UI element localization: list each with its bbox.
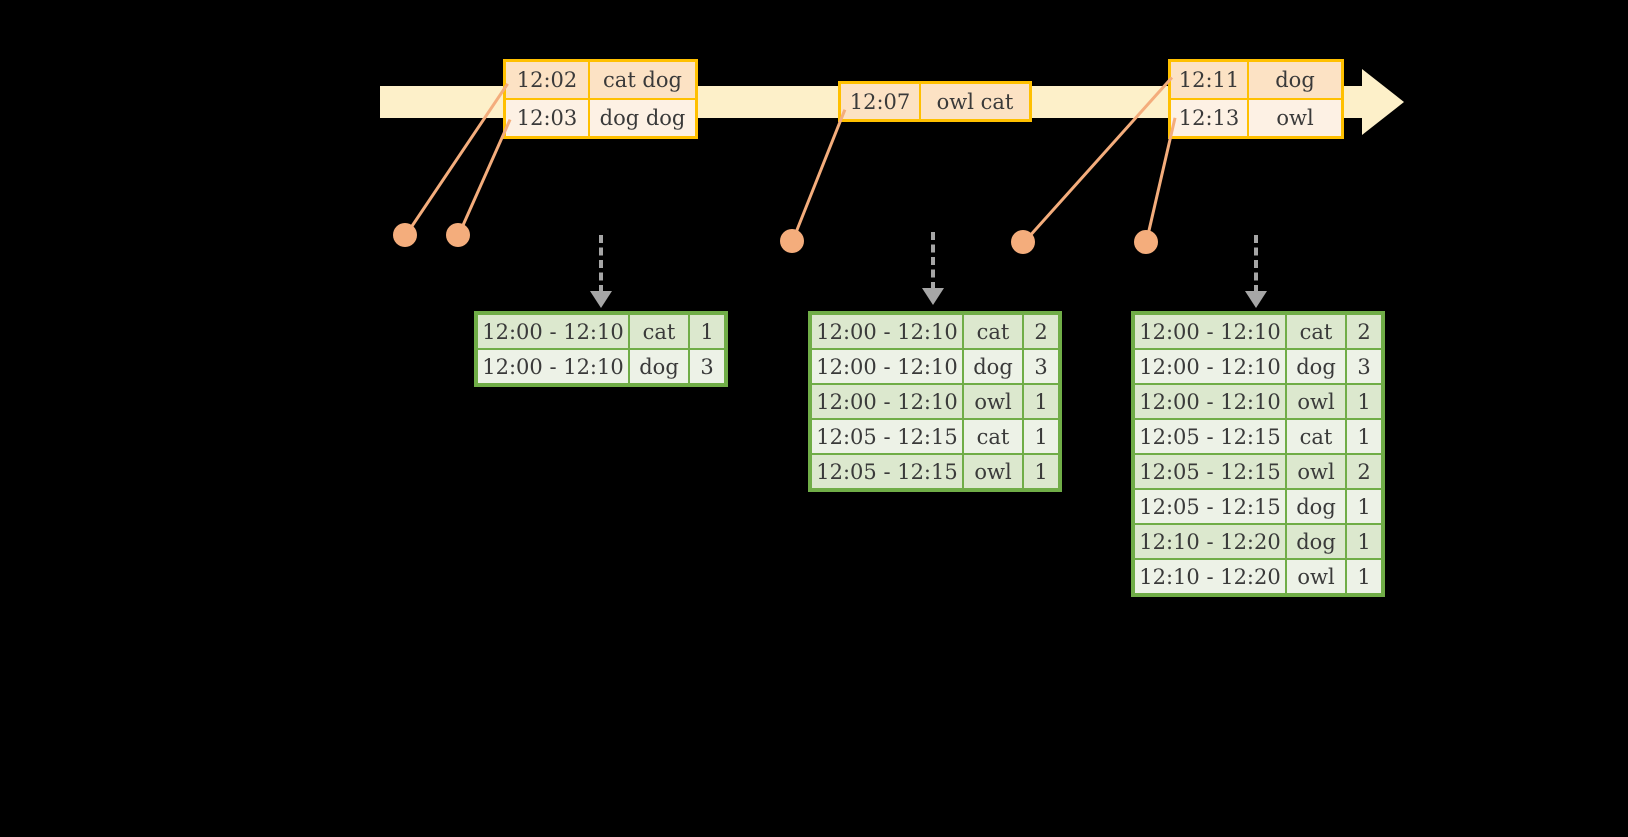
table-cell-word: owl — [1287, 385, 1345, 418]
flow-arrow-shaft-2 — [931, 232, 935, 290]
table-cell-word: owl — [1287, 560, 1345, 593]
table-cell-window: 12:00 - 12:10 — [812, 315, 962, 348]
table-cell-word: dog — [1287, 350, 1345, 383]
table-cell-window: 12:05 - 12:15 — [1135, 420, 1285, 453]
event-row: 12:07 owl cat — [841, 84, 1029, 119]
table-cell-window: 12:05 - 12:15 — [812, 420, 962, 453]
event-words: owl cat — [921, 84, 1029, 119]
table-cell-word: owl — [1287, 455, 1345, 488]
table-cell-count: 3 — [1347, 350, 1381, 383]
event-words: dog — [1249, 62, 1341, 98]
table-cell-count: 1 — [1024, 385, 1058, 418]
event-time: 12:07 — [841, 84, 921, 119]
table-cell-count: 1 — [1024, 420, 1058, 453]
table-cell-window: 12:00 - 12:10 — [1135, 350, 1285, 383]
event-time: 12:13 — [1171, 100, 1249, 136]
event-marker-dot-2[interactable] — [446, 223, 470, 247]
event-marker-dot-1[interactable] — [393, 223, 417, 247]
table-cell-count: 1 — [1347, 560, 1381, 593]
event-marker-dot-5[interactable] — [1134, 230, 1158, 254]
table-cell-count: 2 — [1347, 315, 1381, 348]
connector-line-3 — [790, 109, 847, 244]
table-cell-count: 2 — [1347, 455, 1381, 488]
flow-arrow-shaft-3 — [1254, 235, 1258, 293]
flow-arrow-head-3 — [1245, 291, 1267, 308]
event-time: 12:11 — [1171, 62, 1249, 98]
table-cell-word: cat — [964, 420, 1022, 453]
table-cell-word: cat — [630, 315, 688, 348]
event-marker-dot-4[interactable] — [1011, 230, 1035, 254]
table-cell-count: 3 — [1024, 350, 1058, 383]
table-cell-window: 12:00 - 12:10 — [812, 350, 962, 383]
table-cell-word: owl — [964, 385, 1022, 418]
table-cell-word: dog — [1287, 525, 1345, 558]
table-cell-word: cat — [1287, 315, 1345, 348]
table-cell-count: 1 — [1347, 490, 1381, 523]
table-cell-window: 12:05 - 12:15 — [812, 455, 962, 488]
table-cell-count: 1 — [1347, 385, 1381, 418]
event-row: 12:03 dog dog — [506, 98, 695, 136]
event-words: owl — [1249, 100, 1341, 136]
connector-line-5 — [1144, 117, 1177, 244]
table-cell-window: 12:10 - 12:20 — [1135, 525, 1285, 558]
timeline-arrowhead — [1362, 69, 1404, 135]
event-row: 12:02 cat dog — [506, 62, 695, 98]
table-cell-window: 12:00 - 12:10 — [1135, 315, 1285, 348]
table-cell-word: dog — [964, 350, 1022, 383]
table-cell-count: 1 — [690, 315, 724, 348]
table-cell-count: 1 — [1347, 420, 1381, 453]
table-cell-word: dog — [1287, 490, 1345, 523]
table-cell-window: 12:05 - 12:15 — [1135, 490, 1285, 523]
table-cell-word: cat — [964, 315, 1022, 348]
table-cell-window: 12:00 - 12:10 — [478, 350, 628, 383]
table-cell-word: cat — [1287, 420, 1345, 453]
event-marker-dot-3[interactable] — [780, 229, 804, 253]
event-row: 12:13 owl — [1171, 98, 1341, 136]
event-box-3[interactable]: 12:11 dog 12:13 owl — [1168, 59, 1344, 139]
event-words: dog dog — [590, 100, 695, 136]
table-cell-window: 12:00 - 12:10 — [478, 315, 628, 348]
table-cell-count: 3 — [690, 350, 724, 383]
event-words: cat dog — [590, 62, 695, 98]
event-time: 12:02 — [506, 62, 590, 98]
table-cell-window: 12:00 - 12:10 — [1135, 385, 1285, 418]
table-cell-word: dog — [630, 350, 688, 383]
event-time: 12:03 — [506, 100, 590, 136]
table-cell-count: 1 — [1347, 525, 1381, 558]
event-row: 12:11 dog — [1171, 62, 1341, 98]
flow-arrow-shaft-1 — [599, 235, 603, 293]
flow-arrow-head-2 — [922, 288, 944, 305]
event-box-1[interactable]: 12:02 cat dog 12:03 dog dog — [503, 59, 698, 139]
table-cell-word: owl — [964, 455, 1022, 488]
event-box-2[interactable]: 12:07 owl cat — [838, 81, 1032, 122]
table-cell-count: 1 — [1024, 455, 1058, 488]
table-cell-count: 2 — [1024, 315, 1058, 348]
table-cell-window: 12:00 - 12:10 — [812, 385, 962, 418]
connector-line-2 — [456, 118, 512, 238]
table-cell-window: 12:10 - 12:20 — [1135, 560, 1285, 593]
table-cell-window: 12:05 - 12:15 — [1135, 455, 1285, 488]
flow-arrow-head-1 — [590, 291, 612, 308]
